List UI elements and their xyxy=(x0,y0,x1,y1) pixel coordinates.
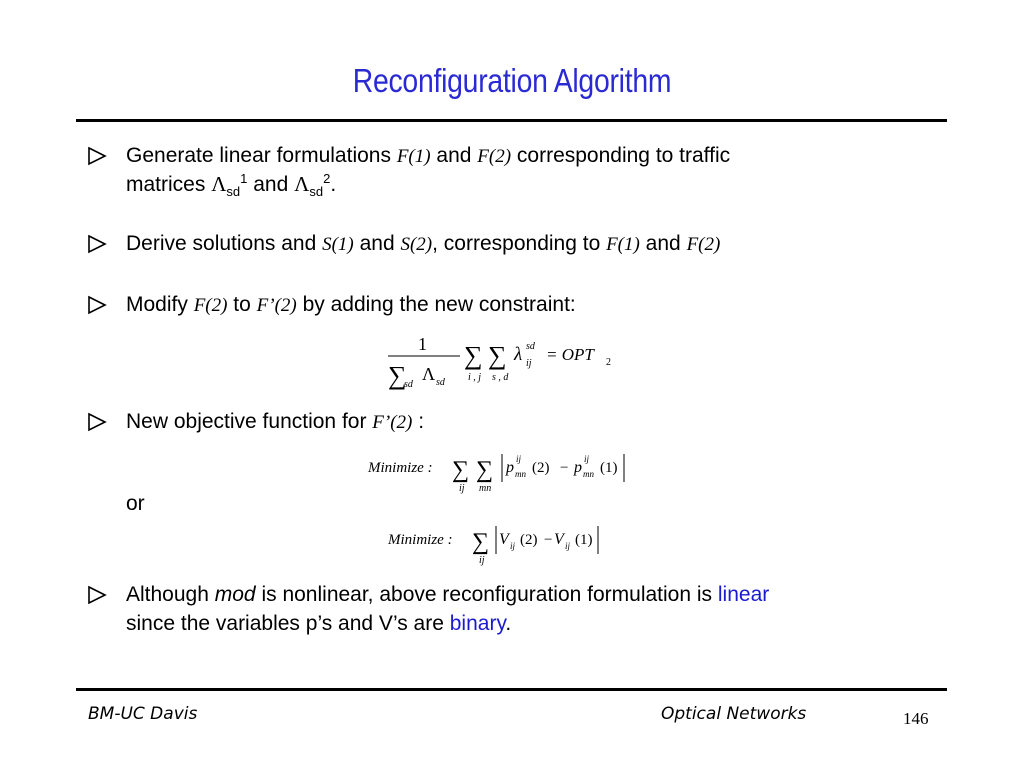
eq-sum-sd2: ∑ xyxy=(488,341,507,370)
formulation-F2: F(2) xyxy=(477,146,512,167)
binary-highlight: binary xyxy=(449,612,506,635)
obj2-minus: − xyxy=(544,532,552,548)
lambda-sub: sd xyxy=(226,184,241,200)
obj2-arg2: (2) xyxy=(520,532,538,548)
obj2-sum-ij-sub: ij xyxy=(479,555,485,566)
period: . xyxy=(505,612,512,635)
formulation-F1: F(1) xyxy=(396,146,431,167)
mod-term: mod xyxy=(214,583,256,606)
conj: and xyxy=(247,173,295,196)
conj: and xyxy=(430,144,478,167)
bullet-4-text: New objective function for xyxy=(126,410,373,433)
eq-lambda-sub: ij xyxy=(526,358,532,369)
obj1-p1-sup: ij xyxy=(584,454,590,464)
formulation-F2: F(2) xyxy=(686,234,721,255)
bullet-3-text-cont: by adding the new constraint: xyxy=(296,293,576,316)
linear-highlight: linear xyxy=(717,583,770,606)
bullet-triangle-icon xyxy=(88,412,107,432)
bullet-triangle-icon xyxy=(88,234,107,254)
obj1-minus: − xyxy=(560,460,568,476)
obj1-arg1: (1) xyxy=(600,460,618,476)
obj1-sum-mn: ∑ xyxy=(476,457,493,483)
lambda-symbol: Λ xyxy=(211,172,227,196)
bullet-1-text: Generate linear formulations xyxy=(126,144,397,167)
formulation-F2-prime: F’(2) xyxy=(256,295,297,316)
eq-sum-ij: ∑ xyxy=(464,341,483,370)
obj2-V1: V xyxy=(554,531,566,548)
lambda-sub: sd xyxy=(309,184,324,200)
obj1-p1: p xyxy=(573,459,582,476)
bullet-2-text-cont: , corresponding to xyxy=(432,232,607,255)
formulation-F1: F(1) xyxy=(606,234,640,255)
bullet-5-text: Although xyxy=(126,583,215,606)
bullet-1-text-cont: corresponding to traffic xyxy=(511,144,731,167)
obj2-arg1: (1) xyxy=(575,532,593,548)
eq-Lambda-sub: sd xyxy=(436,377,446,388)
page-number: 146 xyxy=(903,709,929,728)
obj1-p2-sub: mn xyxy=(515,469,526,479)
bullet-triangle-icon xyxy=(88,295,107,315)
obj1-sum-mn-sub: mn xyxy=(479,483,491,494)
eq-numerator: 1 xyxy=(418,334,427,354)
formulation-F2-prime: F’(2) xyxy=(372,412,413,433)
obj2-V2: V xyxy=(499,531,511,548)
conj: to xyxy=(227,293,257,316)
colon: : xyxy=(412,410,425,433)
obj2-V2-sub: ij xyxy=(510,541,516,551)
obj2-V1-sub: ij xyxy=(565,541,571,551)
conj: and xyxy=(353,232,401,255)
bullet-2-text: Derive solutions and xyxy=(126,232,323,255)
slide-title: Reconfiguration Algorithm xyxy=(352,62,672,99)
lambda-sup-2: 2 xyxy=(323,171,331,186)
solution-S1: S(1) xyxy=(322,234,354,255)
eq-Lambda: Λ xyxy=(422,364,435,384)
constraint-equation: 1 ∑ sd Λ sd ∑ ∑ i , j s , d λ sd ij = OP… xyxy=(388,334,611,390)
obj1-sum-ij-sub: ij xyxy=(459,483,465,494)
title-divider xyxy=(76,119,947,122)
obj1-p1-sub: mn xyxy=(583,469,594,479)
lambda-symbol: Λ xyxy=(294,172,310,196)
obj1-minimize: Minimize : xyxy=(367,460,433,476)
bullet-3-text: Modify xyxy=(126,293,194,316)
obj1-p2-sup: ij xyxy=(516,454,522,464)
obj1-p2: p xyxy=(505,459,514,476)
period: . xyxy=(330,173,337,196)
bullet-5-line2: since the variables p’s and V’s are xyxy=(126,612,450,635)
obj1-arg2: (2) xyxy=(532,460,550,476)
solution-S2: S(2) xyxy=(400,234,433,255)
objective-equation-2: Minimize : ∑ ij V ij (2) − V ij (1) xyxy=(387,526,599,566)
obj1-sum-ij: ∑ xyxy=(452,457,469,483)
eq-equals-opt: = OPT xyxy=(546,345,595,364)
bullet-triangle-icon xyxy=(88,146,107,166)
bullet-5-text-cont: is nonlinear, above reconfiguration form… xyxy=(255,583,718,606)
or-text: or xyxy=(126,492,145,515)
eq-opt-sub: 2 xyxy=(606,357,611,368)
conj: and xyxy=(639,232,687,255)
eq-lambda: λ xyxy=(513,344,522,365)
eq-sum-sd: ∑ xyxy=(388,361,407,390)
obj2-sum-ij: ∑ xyxy=(472,529,489,555)
bullet-1-line2: matrices xyxy=(126,173,212,196)
eq-lambda-sup: sd xyxy=(526,341,536,352)
formulation-F2: F(2) xyxy=(193,295,228,316)
footer-divider xyxy=(76,688,947,691)
objective-equation-1: Minimize : ∑ ∑ ij mn p ij mn (2) − p ij … xyxy=(367,454,625,494)
obj2-minimize: Minimize : xyxy=(387,532,453,548)
eq-sum-ij-sub: i , j xyxy=(468,372,481,383)
bullet-triangle-icon xyxy=(88,585,107,605)
eq-sum-sd-sub: sd xyxy=(404,379,414,390)
footer-center: Optical Networks xyxy=(661,704,807,724)
eq-sum-sd-sub2: s , d xyxy=(492,372,509,383)
footer-left: BM-UC Davis xyxy=(88,704,198,724)
lambda-sup-1: 1 xyxy=(240,171,248,186)
